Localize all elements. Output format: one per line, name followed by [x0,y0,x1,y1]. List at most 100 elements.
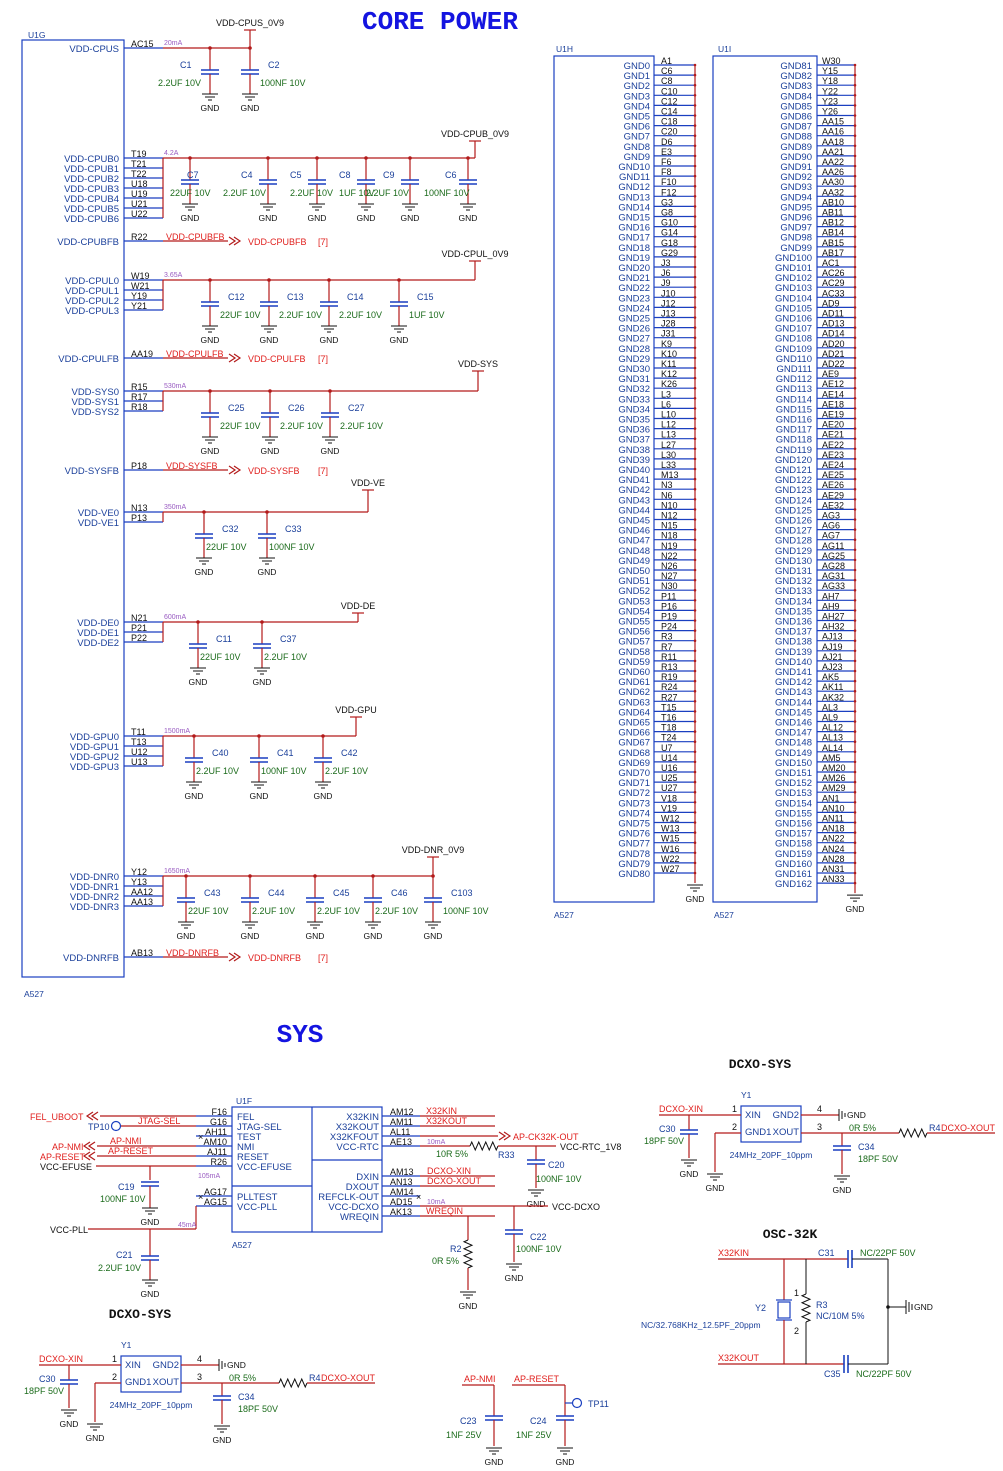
pin-name: VDD-CPUL0 [65,276,119,287]
ground-icon: GND [314,781,332,801]
cap-value: 100NF 10V [443,906,489,916]
ball-number: J28 [661,319,676,329]
arrow-chevron [228,952,242,962]
pin-name: GND134 [775,596,812,607]
cap-value: 1UF 10V [339,188,375,198]
c34-ref: C34 [858,1142,875,1152]
pin-name: GND90 [780,152,812,163]
ground-label: GND [306,931,325,941]
pin-name: GND10 [618,162,650,173]
ground-icon: GND [846,894,864,914]
ground-icon: GND [306,921,325,941]
pin-name: GND122 [775,475,812,486]
pin-name: GND35 [618,415,650,426]
pin-name: GND15 [618,213,650,224]
pin-name: VDD-GPU1 [70,742,119,753]
ball-number: P18 [131,461,147,471]
ball-number: U19 [131,189,148,199]
pin-name: VDD-GPU3 [70,762,119,773]
ball-number: N30 [661,581,678,591]
pin-name: GND17 [618,233,650,244]
ball-number: AG3 [822,511,840,521]
pin-name: VDD-VE1 [78,518,119,529]
ground-label: GND [250,791,269,801]
ball-number: G29 [661,248,678,258]
pin-gnd2: GND2 [153,1360,179,1371]
pin-name: GND161 [775,869,812,880]
resistor-zigzag [800,1293,812,1323]
c22-val: 100NF 10V [516,1244,562,1254]
ground-icon: GND [833,1175,851,1195]
pin-num: 3 [197,1372,202,1382]
pin-name: GND70 [618,768,650,779]
net-x32kin: X32KIN [426,1106,457,1116]
cap-ref: C25 [228,403,245,413]
net-dcxo-xin: DCXO-XIN [39,1354,83,1364]
pin-name: GND62 [618,687,650,698]
pin-name: GND112 [776,374,812,385]
ball-number: J31 [661,329,676,339]
ball-number: R24 [661,682,678,692]
pin-name: GND123 [775,485,812,496]
r3-ref: R3 [816,1300,828,1310]
pin-name: GND66 [618,728,650,739]
r4-resistor [278,1377,308,1389]
pin-name: GND136 [775,617,812,628]
u1i-part: A527 [714,910,734,920]
pin-name: VDD-CPUBFB [57,237,119,248]
pin-name: VDD-DE2 [77,638,119,649]
ball-number: AH7 [822,591,840,601]
net-ap-reset-inline: AP-RESET [108,1146,154,1156]
ball-number: J13 [661,309,676,319]
pin-name: GND23 [618,293,650,304]
ground-icon: GND [201,93,219,113]
ball-number: AH11 [205,1127,227,1137]
ball-number: AJ11 [207,1147,227,1157]
pin-name: GND3 [624,91,650,102]
tp11-label: TP11 [588,1399,609,1409]
pin-name: GND14 [618,202,650,213]
pin-name: GND49 [618,556,650,567]
pin-name: GND92 [780,172,812,183]
ball-number: AL3 [822,702,838,712]
ball-number: AA19 [131,349,153,359]
ball-number: F8 [661,167,672,177]
pin-name: GND88 [780,132,812,143]
pin-name: GND6 [624,122,650,133]
pin-name: GND148 [775,738,812,749]
ground-icon: GND [308,203,326,223]
ball-number: R7 [661,642,673,652]
ball-number: N15 [661,521,678,531]
cap-value: 22UF 10V [220,421,261,431]
ball-number: N10 [661,500,678,510]
pin-name: GND59 [618,657,650,668]
ground-icon: GND [141,1207,159,1227]
ball-number: F12 [661,187,677,197]
pin-name: GND39 [618,455,650,466]
ball-number: J3 [661,258,671,268]
ball-number: AM26 [822,773,846,783]
pin-name: REFCLK-OUT [318,1192,379,1203]
pin-name: GND138 [775,637,812,648]
ball-number: U18 [131,179,148,189]
pin-name: GND89 [780,142,812,153]
pin-name: GND114 [776,394,812,405]
c35-ref: C35 [824,1369,841,1379]
u1f-ref: U1F [236,1096,252,1106]
ball-number: AB14 [822,228,844,238]
ball-number: N3 [661,480,673,490]
ball-number: AE24 [822,460,844,470]
c30-ref: C30 [39,1374,56,1384]
